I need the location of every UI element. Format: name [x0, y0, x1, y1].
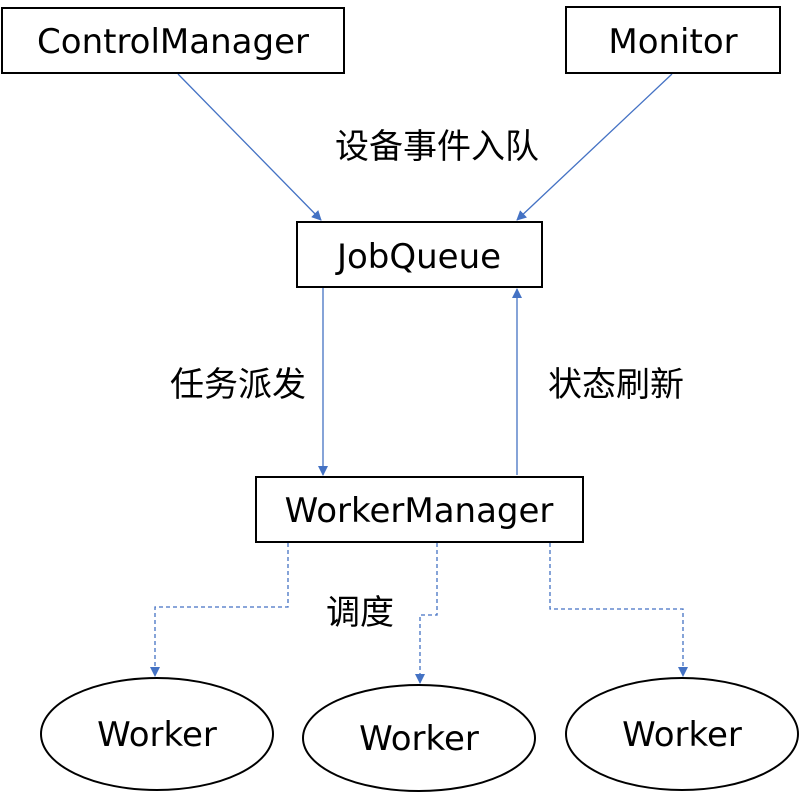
dashed-arrow-to-worker-1	[150, 543, 289, 677]
workermanager-label: WorkerManager	[285, 491, 554, 531]
monitor-box: Monitor	[565, 6, 781, 74]
jobqueue-box: JobQueue	[296, 221, 543, 288]
dashed-arrow-to-worker-3	[549, 543, 688, 677]
jobqueue-label: JobQueue	[335, 237, 501, 277]
worker-2-label: Worker	[359, 719, 479, 759]
worker-1-label: Worker	[97, 715, 217, 755]
worker-node-3: Worker	[565, 677, 799, 791]
worker-3-label: Worker	[622, 715, 742, 755]
worker-node-2: Worker	[302, 684, 536, 792]
enqueue-label: 设备事件入队	[335, 127, 539, 167]
controlmanager-box: ControlManager	[1, 7, 345, 74]
workermanager-box: WorkerManager	[255, 476, 584, 543]
arrow-monitor-to-jobqueue	[516, 73, 673, 221]
dashed-arrow-to-worker-2	[415, 543, 438, 684]
monitor-label: Monitor	[608, 22, 737, 62]
status-refresh-label: 状态刷新	[548, 365, 684, 405]
worker-node-1: Worker	[40, 677, 274, 791]
dispatch-label: 任务派发	[170, 365, 306, 405]
schedule-label: 调度	[326, 593, 394, 633]
controlmanager-label: ControlManager	[37, 22, 309, 62]
arrow-controlmanager-to-jobqueue	[177, 73, 322, 221]
